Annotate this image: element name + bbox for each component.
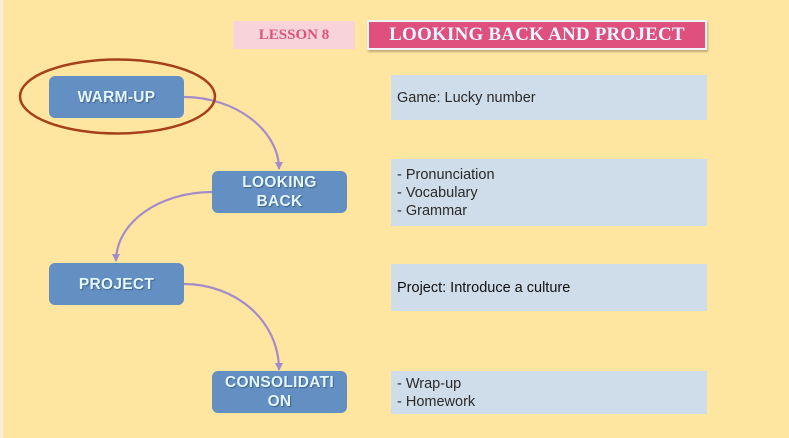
step-label: PROJECT (78, 275, 155, 293)
panel-consolidation: - Wrap-up - Homework (391, 371, 707, 414)
lesson-badge: LESSON 8 (233, 21, 355, 49)
panel-line: - Pronunciation (397, 166, 495, 183)
arrowhead-icon (112, 254, 120, 262)
panel-line: - Wrap-up (397, 375, 462, 392)
arrow-project-to-consolidation (183, 282, 281, 371)
step-label: CONSOLIDATION (225, 374, 334, 410)
step-project[interactable]: PROJECT (49, 263, 184, 305)
step-warm-up[interactable]: WARM-UP (49, 76, 184, 118)
step-label: WARM-UP (77, 88, 156, 106)
arrow-lookingback-to-project (114, 190, 213, 262)
panel-warm-up: Game: Lucky number (391, 75, 707, 120)
panel-project: Project: Introduce a culture (391, 264, 707, 311)
panel-looking-back: - Pronunciation - Vocabulary - Grammar (391, 159, 707, 226)
panel-line: - Vocabulary (397, 184, 478, 201)
title-text: LOOKING BACK AND PROJECT (389, 24, 685, 45)
slide-left-edge (0, 0, 3, 438)
panel-line: Project: Introduce a culture (397, 279, 571, 296)
panel-line: Game: Lucky number (397, 89, 536, 106)
step-looking-back[interactable]: LOOKING BACK (212, 171, 347, 213)
panel-line: - Grammar (397, 202, 468, 219)
arrow-warmup-to-lookingback (183, 95, 281, 170)
lesson-label: LESSON 8 (258, 26, 330, 43)
arrowhead-icon (275, 162, 283, 170)
step-label: LOOKING BACK (242, 174, 317, 210)
slide-title: LOOKING BACK AND PROJECT (367, 20, 707, 50)
arrowhead-icon (275, 363, 283, 371)
step-consolidation[interactable]: CONSOLIDATION (212, 371, 347, 413)
panel-line: - Homework (397, 393, 476, 410)
highlight-ellipse (18, 58, 217, 135)
